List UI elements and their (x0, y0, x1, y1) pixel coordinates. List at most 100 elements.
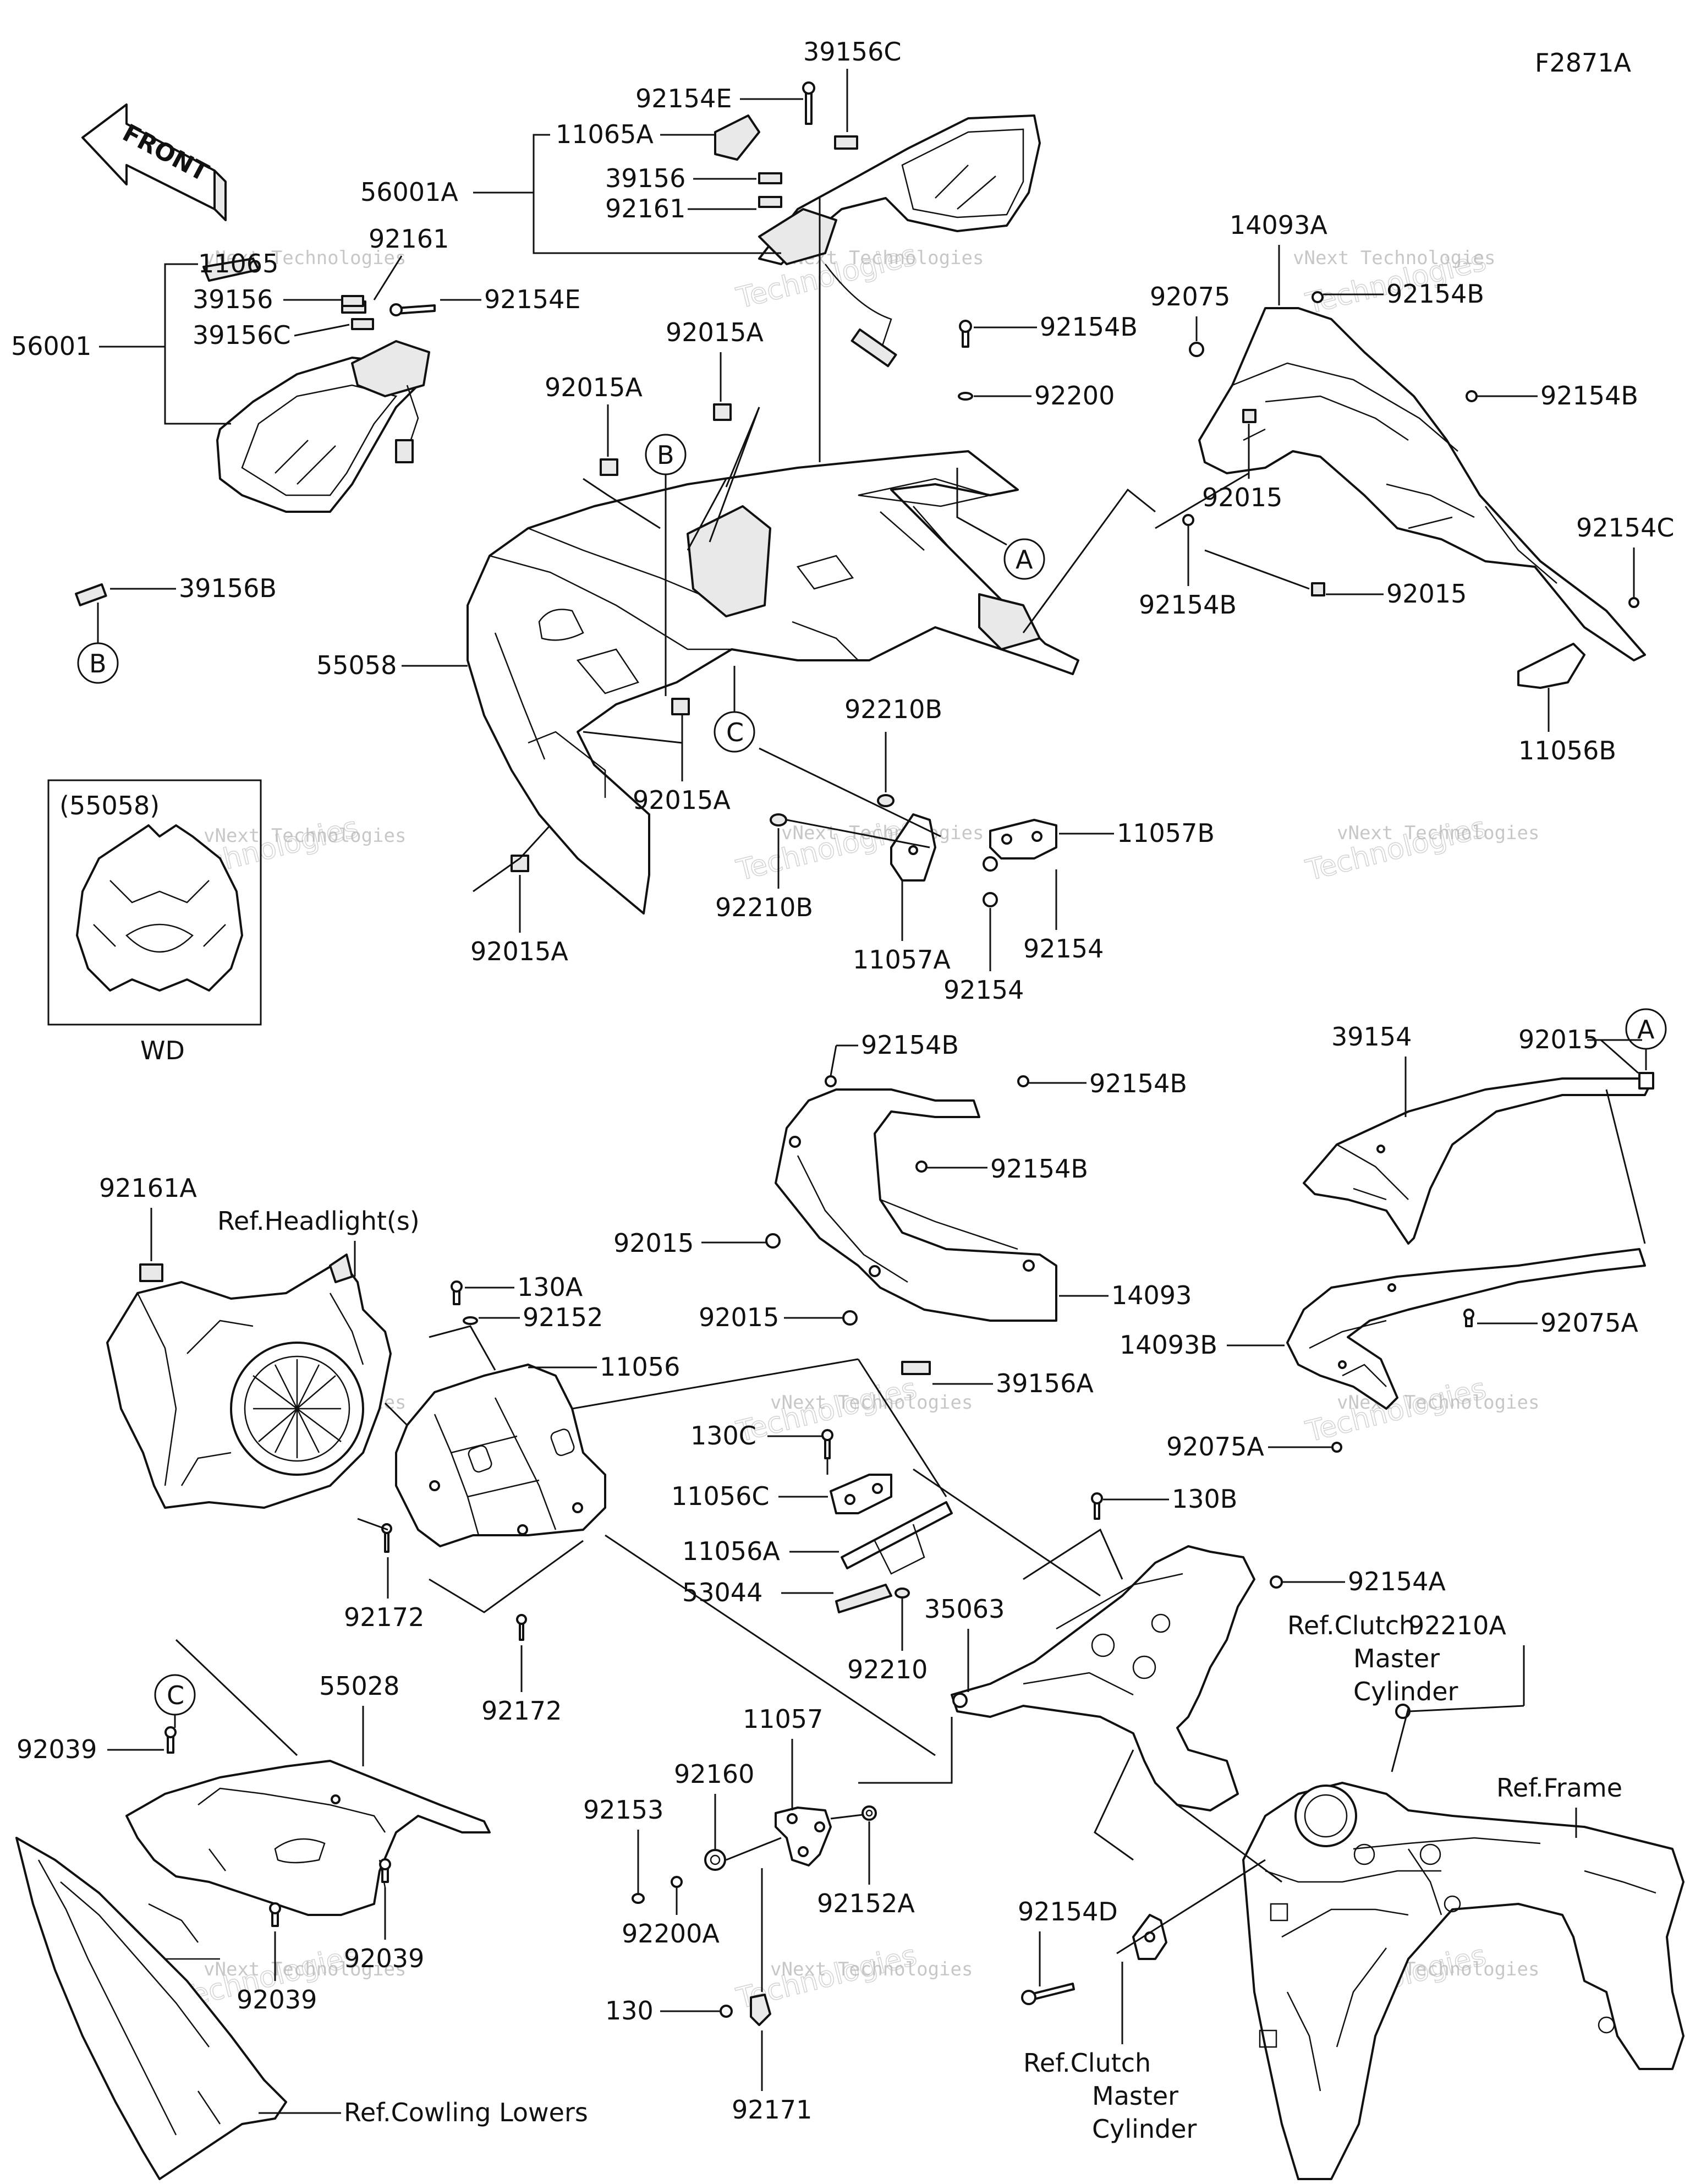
inner-panel-14093b-part[interactable] (1286, 1248, 1646, 1410)
label-92154b-c2: 92154B (1089, 1069, 1187, 1098)
mirror-left-part[interactable] (216, 340, 430, 513)
ref-clutch-2a: Ref.Clutch (1023, 2048, 1151, 2078)
label-92154b-r1: 92154B (1386, 279, 1484, 309)
ref-clutch-1a: Ref.Clutch (1287, 1611, 1415, 1640)
label-92160: 92160 (674, 1759, 754, 1789)
label-92075: 92075 (1150, 282, 1230, 311)
label-39156-left: 39156 (193, 284, 273, 314)
watermark: vNext Technologies (770, 1392, 973, 1414)
label-92154-right: 92154 (1023, 934, 1104, 964)
ref-clutch-2b: Master (1092, 2081, 1178, 2111)
label-92015a-1: 92015A (545, 373, 643, 402)
callout-a-cowl-text: A (1016, 545, 1033, 574)
bolt-92154-bottom (983, 892, 998, 907)
label-92200a: 92200A (622, 1919, 720, 1948)
upper-cowl-part[interactable] (467, 450, 1079, 915)
mounting-stay-35063-part[interactable] (951, 1545, 1255, 1811)
label-92015-r2: 92015 (1386, 579, 1467, 609)
ref-clutch-2c: Cylinder (1092, 2114, 1197, 2144)
pad-39156-left (341, 295, 364, 307)
label-55058: 55058 (316, 650, 397, 680)
washer-92152a (862, 1805, 877, 1821)
label-92172-2: 92172 (481, 1696, 562, 1726)
clip-92171 (750, 1994, 771, 2026)
grommet-92015-r1 (1242, 409, 1256, 423)
callout-a-cowl (1003, 538, 1045, 580)
mirror-right-part[interactable] (758, 114, 1041, 368)
watermark: vNext Technologies (770, 1958, 973, 1980)
damper-92210b-top (877, 794, 895, 807)
ref-headlight-label: Ref.Headlight(s) (217, 1206, 420, 1236)
label-11056a: 11056A (682, 1536, 780, 1566)
inset-cowl-part (76, 824, 243, 992)
label-92161-top: 92161 (605, 194, 685, 223)
watermark: vNext Technologies (1293, 247, 1495, 269)
clutch-master-bracket-part[interactable] (1132, 1914, 1167, 1960)
pad-39156-top (758, 172, 782, 184)
watermark: vNext Technologies (204, 1958, 406, 1980)
label-130b: 130B (1172, 1484, 1237, 1514)
label-92039-right: 92039 (344, 1944, 424, 1973)
bracket-11056-part[interactable] (395, 1364, 606, 1547)
label-92154e-left: 92154E (484, 284, 580, 314)
bolt-92154c (1628, 597, 1639, 608)
label-92172-1: 92172 (344, 1602, 424, 1632)
inner-panel-14093-part[interactable] (775, 1088, 1057, 1322)
bolt-92154a (1270, 1575, 1283, 1589)
headlight-assembly-part[interactable] (106, 1254, 392, 1509)
nut-92153 (632, 1893, 645, 1904)
pad-39156a (901, 1361, 931, 1375)
front-arrow-icon: FRONT (81, 103, 227, 221)
grommet-92015a-3 (671, 698, 690, 715)
pad-39156c-top (834, 135, 858, 150)
grommet-92015-w (1638, 1072, 1654, 1090)
bracket-11056a-part[interactable] (841, 1501, 953, 1575)
bracket-11056c-part[interactable] (830, 1474, 892, 1514)
bracket-11056b-part[interactable] (1517, 643, 1585, 689)
bolt-92154b-c2 (1017, 1075, 1029, 1087)
label-56001a: 56001A (360, 177, 458, 207)
nut-130 (720, 2005, 733, 2018)
callout-c-lower-text: C (167, 1681, 184, 1710)
label-11056: 11056 (600, 1352, 680, 1382)
label-92154b-c1: 92154B (861, 1030, 959, 1060)
bracket-11057-part[interactable] (775, 1807, 832, 1866)
label-92210a: 92210A (1408, 1611, 1506, 1640)
inset-box (47, 779, 262, 1026)
cover-11065a-part[interactable] (714, 114, 760, 161)
pad-39156b (75, 583, 107, 606)
ref-clutch-1b: Master (1353, 1644, 1440, 1673)
label-11056c: 11056C (671, 1481, 769, 1511)
label-92154-bottom: 92154 (943, 975, 1024, 1005)
diagram-code: F2871A (1535, 48, 1632, 78)
grommet-92015a-1 (600, 458, 618, 476)
inner-cover-55028-part[interactable] (125, 1760, 491, 1916)
cowling-lower-part (15, 1837, 287, 2180)
ref-frame: Ref.Frame (1496, 1773, 1622, 1803)
bolt-head-92154e-top (802, 81, 815, 95)
label-39156a: 39156A (996, 1369, 1094, 1398)
label-92154b-c3: 92154B (990, 1154, 1088, 1184)
label-92210: 92210 (847, 1655, 928, 1684)
label-92154b-r2: 92154B (1540, 381, 1638, 410)
frame-part (1242, 1782, 1684, 2180)
bracket-11057b-part[interactable] (989, 819, 1057, 860)
damper-92210b-bottom (770, 813, 787, 826)
bolt-92154b-r1 (1312, 291, 1324, 303)
windscreen-39154-part[interactable] (1303, 1077, 1651, 1245)
label-92171: 92171 (732, 2095, 812, 2125)
label-92015-w: 92015 (1518, 1025, 1599, 1054)
bracket-11057a-part[interactable] (890, 813, 936, 882)
label-92161a: 92161A (99, 1173, 197, 1203)
inner-panel-14093a-part[interactable] (1198, 307, 1646, 661)
cover-11065-part[interactable] (202, 258, 260, 282)
label-92154b-r3: 92154B (1139, 590, 1237, 620)
watermark: vNext Technologies (1337, 822, 1539, 844)
label-92154b-mid: 92154B (1040, 312, 1138, 342)
damper-92210 (895, 1588, 910, 1599)
label-92015a-3: 92015A (633, 785, 731, 815)
label-92161-left: 92161 (369, 224, 449, 254)
label-130: 130 (605, 1996, 654, 2026)
label-92015-c1: 92015 (613, 1228, 694, 1258)
label-92075a-2: 92075A (1166, 1432, 1264, 1462)
